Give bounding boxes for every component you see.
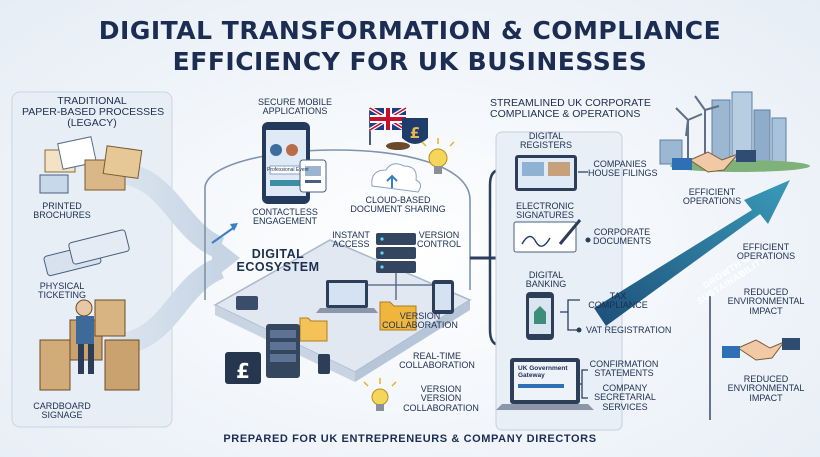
folder-icon [379, 301, 417, 331]
compliance-bracket [488, 168, 501, 347]
growth-arrow [594, 180, 790, 326]
lightbulb-icon [363, 378, 397, 411]
mobile-device-icon [318, 354, 330, 374]
signature-document-icon [513, 219, 582, 253]
tablet-icon [432, 280, 454, 314]
laptop-icon [316, 280, 378, 313]
server-rack-icon [266, 324, 300, 378]
connector-ring [204, 149, 471, 290]
small-arrow [211, 225, 237, 244]
folder-icon [299, 317, 328, 342]
title-line-1: DIGITAL TRANSFORMATION & COMPLIANCE [98, 16, 722, 45]
handshake-icon [672, 150, 756, 173]
footer-note: PREPARED FOR UK ENTREPRENEURS & COMPANY … [223, 433, 597, 445]
connector-dot [585, 237, 591, 243]
pound-safe-icon [225, 352, 261, 384]
platform-side-right [355, 300, 470, 382]
svg-text:£: £ [410, 124, 420, 142]
tickets-icon [43, 229, 130, 277]
cloud-upload-icon [371, 163, 422, 193]
uk-flag-icon [368, 106, 408, 145]
compliance-panel [495, 131, 623, 431]
city-skyline-icon [659, 91, 810, 172]
brochures-pile-icon [39, 136, 143, 194]
currency-glyph: £ [236, 359, 250, 383]
connector [560, 299, 580, 331]
worker-with-boxes-icon [39, 299, 140, 391]
small-arrow-head [230, 223, 238, 231]
gateway-laptop-icon [496, 358, 594, 410]
handshake-icon [722, 338, 800, 361]
flow-arrow-head [212, 236, 240, 280]
pound-shield-icon: £ [386, 118, 428, 150]
title-line-2: EFFICIENCY FOR UK BUSINESSES [172, 47, 648, 76]
connector [578, 369, 588, 399]
id-badge-icon [299, 159, 327, 193]
phone-screen-text: Professional Event [267, 167, 309, 173]
vat-registration-label: VAT REGISTRATION [586, 325, 672, 335]
banking-phone-icon [526, 292, 554, 340]
wind-turbine-icon [675, 95, 720, 165]
digital-registers-icon [515, 155, 577, 191]
connector-dot [576, 327, 582, 333]
smartphone-icon [262, 122, 310, 204]
hard-drive-icon [236, 296, 258, 310]
lightbulb-icon [421, 138, 455, 174]
